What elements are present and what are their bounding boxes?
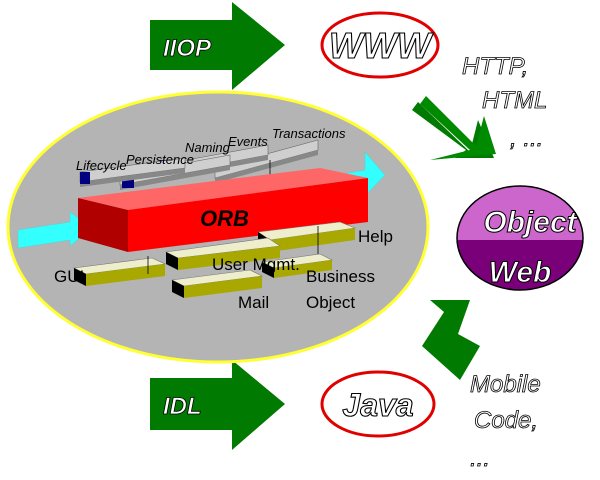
service-bar-persistence <box>79 157 186 187</box>
service-label-naming: Naming <box>185 140 231 155</box>
facility-label-help: Help <box>358 227 393 246</box>
object-web-line-1: Object <box>483 206 578 239</box>
service-label-transactions: Transactions <box>272 126 346 141</box>
idl-arrow: IDL <box>150 360 285 450</box>
service-label-lifecycle: Lifecycle <box>76 158 127 173</box>
http-line-2: HTML <box>482 87 547 114</box>
facility-label-business-1: Business <box>306 267 375 286</box>
www-label: WWW <box>329 25 434 66</box>
idl-label: IDL <box>163 393 202 420</box>
object-web-oval: Object Web <box>456 185 584 291</box>
facility-bar-gui <box>72 256 167 286</box>
facility-label-gui: GUI <box>54 267 84 286</box>
facility-bar-user-mgmt <box>164 237 281 270</box>
facility-bar-mail <box>170 269 264 298</box>
object-web-line-2: Web <box>489 256 552 289</box>
orb-ellipse: ORB Lifecycle Persistence Naming Events … <box>6 90 430 364</box>
service-label-persistence: Persistence <box>126 152 194 167</box>
orb-slab: ORB <box>78 168 368 252</box>
mobile-annotation: Mobile Code, ... <box>470 371 542 473</box>
facility-label-user-mgmt: User Mgmt. <box>212 255 300 274</box>
http-line-3: , ... <box>510 125 543 152</box>
java-label: Java <box>342 387 413 423</box>
http-annotation: HTTP, HTML , ... <box>462 53 548 153</box>
java-oval: Java <box>320 370 436 438</box>
facility-label-business-2: Object <box>306 293 355 312</box>
mobile-line-3: ... <box>470 445 490 472</box>
http-arrow <box>412 96 496 160</box>
mobile-line-1: Mobile <box>470 371 541 398</box>
iiop-arrow: IIOP <box>150 2 285 90</box>
iiop-label: IIOP <box>163 35 212 62</box>
http-line-1: HTTP, <box>462 53 528 80</box>
facility-bar-business <box>260 253 334 278</box>
service-label-events: Events <box>228 134 268 149</box>
orb-label: ORB <box>200 206 249 231</box>
mobile-line-2: Code, <box>474 407 538 434</box>
mobile-arrow <box>422 300 480 380</box>
facility-label-mail: Mail <box>238 293 269 312</box>
www-oval: WWW <box>320 11 440 79</box>
